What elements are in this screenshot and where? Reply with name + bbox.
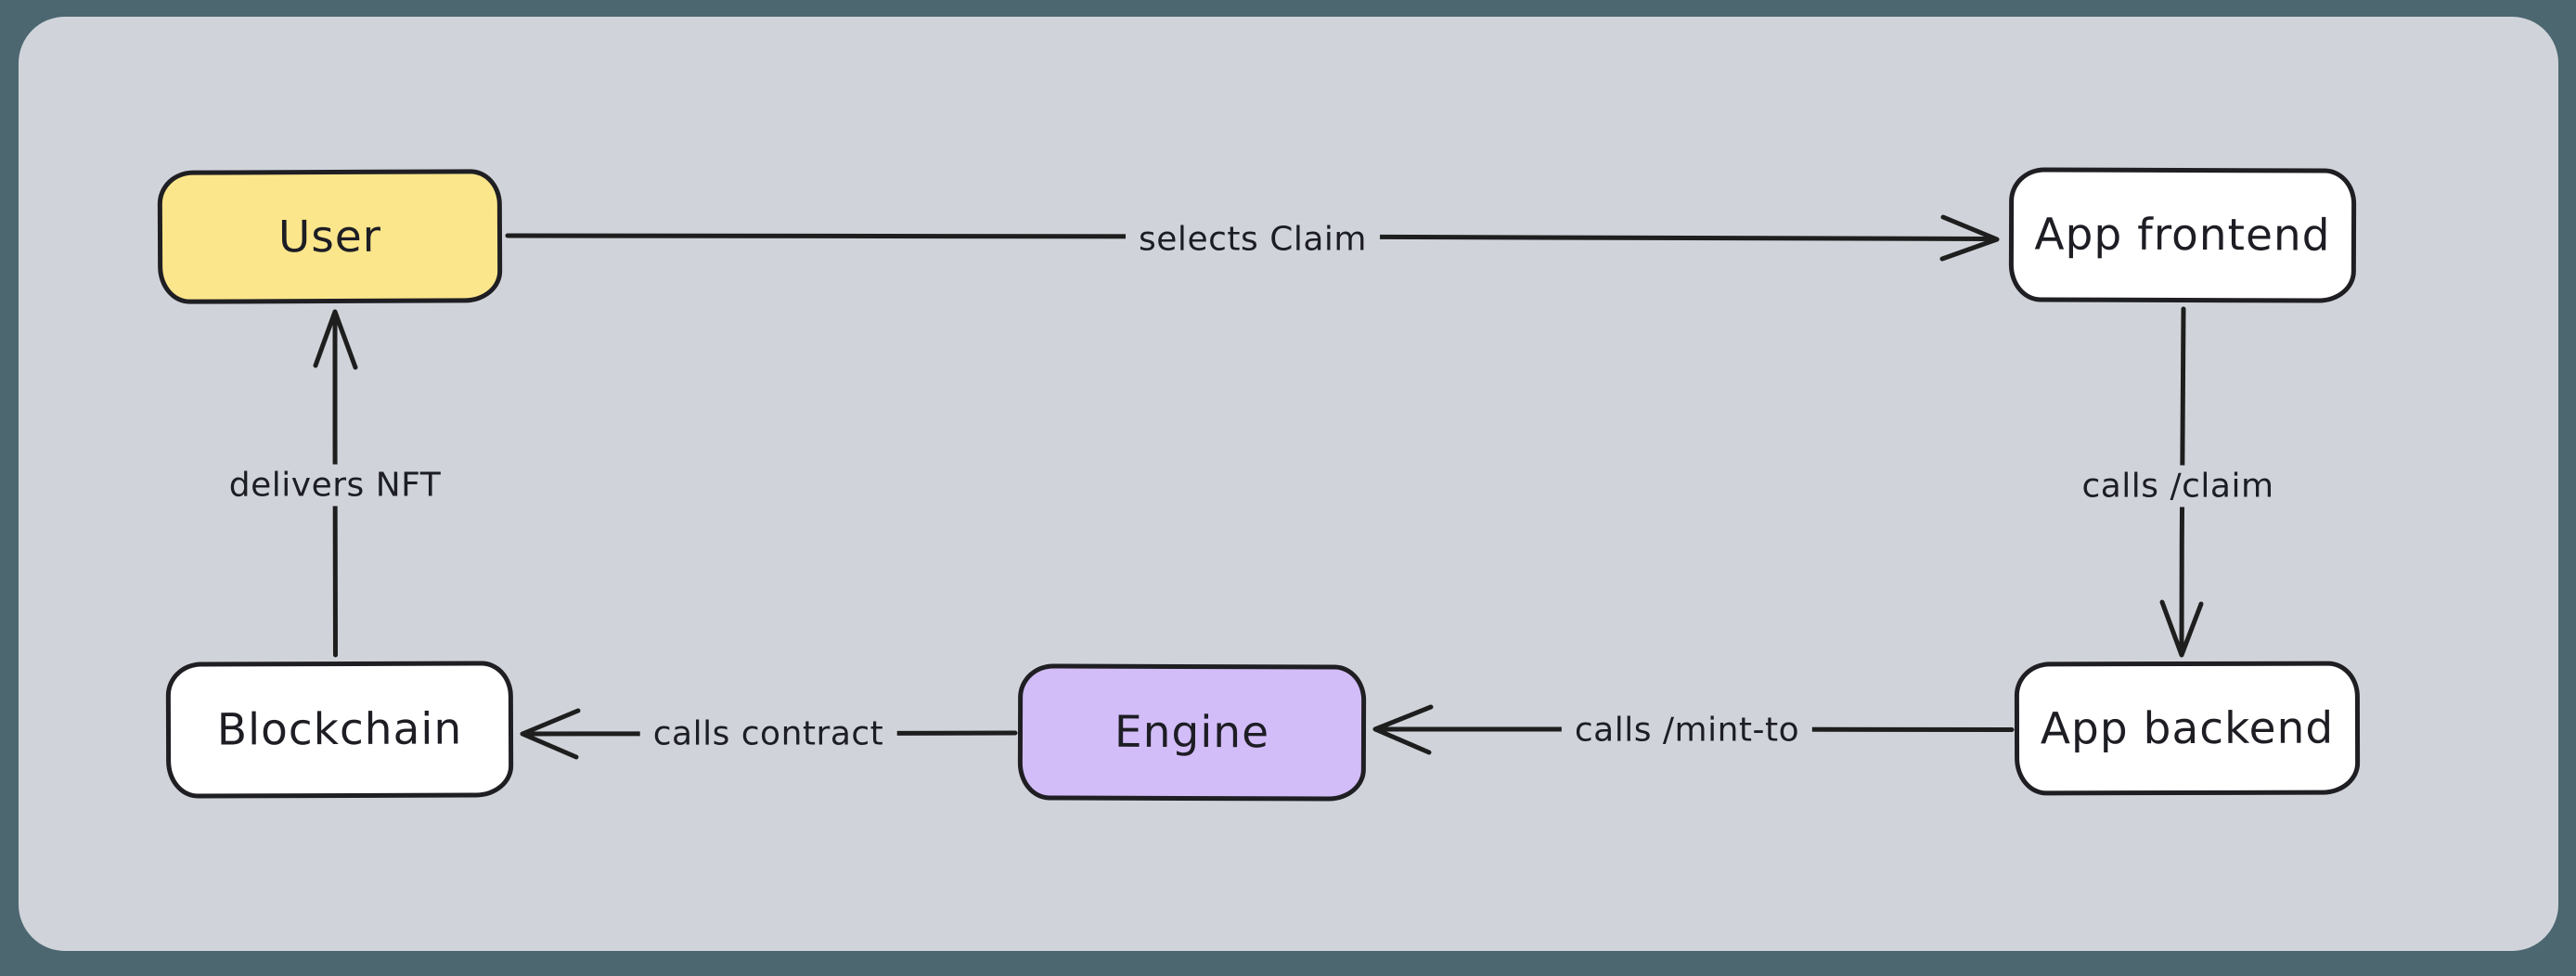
node-user: User	[157, 169, 503, 304]
node-app-backend: App backend	[2014, 661, 2361, 796]
node-blockchain: Blockchain	[165, 661, 514, 799]
edge-label-calls-mint-to: calls /mint-to	[1561, 709, 1813, 751]
node-engine: Engine	[1017, 663, 1367, 802]
edge-label-calls-claim: calls /claim	[2068, 465, 2287, 507]
node-app-frontend: App frontend	[2008, 167, 2357, 303]
edge-label-calls-contract: calls contract	[639, 713, 897, 755]
edge-label-selects-claim: selects Claim	[1126, 218, 1380, 261]
edge-label-delivers-nft: delivers NFT	[215, 464, 455, 507]
